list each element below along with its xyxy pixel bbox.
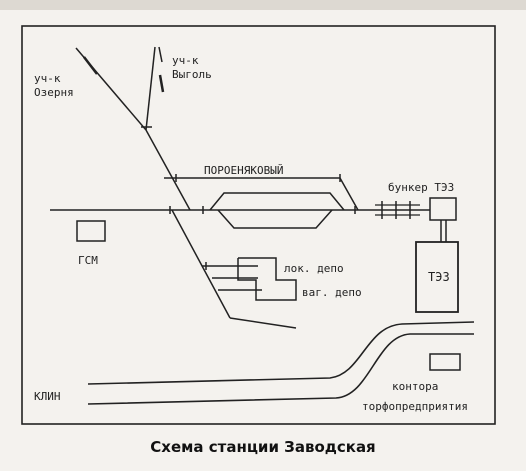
label-vygol-2: Выголь <box>172 68 212 81</box>
tez-building <box>415 241 459 313</box>
track-station-upper <box>209 192 345 211</box>
office-building <box>429 353 461 371</box>
track-station-lower <box>217 209 333 229</box>
track-branch-joint <box>145 129 191 211</box>
arrow-ozernya <box>83 56 98 75</box>
scan-top-edge <box>0 0 526 10</box>
depot-buildings <box>237 257 297 301</box>
track-klin-upper <box>87 321 475 385</box>
label-office-1: контора <box>392 380 438 393</box>
label-gsm: ГСМ <box>78 254 98 267</box>
label-office-2: торфопредприятия <box>362 400 468 413</box>
diagram-caption: Схема станции Заводская <box>150 438 376 456</box>
label-wagon-depot: ваг. депо <box>302 286 362 299</box>
label-siding: ПОРОЕНЯКОВЫЙ <box>204 164 283 177</box>
arrow-vygol <box>158 74 165 93</box>
track-depot-branch <box>171 209 231 319</box>
bunker-box <box>429 197 457 221</box>
gsm-building <box>76 220 106 242</box>
track-vygol <box>145 46 156 131</box>
label-ozernya-2: Озерня <box>34 86 74 99</box>
label-vygol-1: уч-к <box>172 54 199 67</box>
label-loco-depot: лок. депо <box>284 262 344 275</box>
label-bunker: бункер ТЭЗ <box>388 181 454 194</box>
track-siding <box>164 177 359 211</box>
track-klin-lower <box>87 333 474 405</box>
label-tez: ТЭЗ <box>428 270 450 284</box>
label-ozernya-1: уч-к <box>34 72 61 85</box>
label-klin: КЛИН <box>34 390 61 403</box>
diagram-frame <box>21 25 496 425</box>
